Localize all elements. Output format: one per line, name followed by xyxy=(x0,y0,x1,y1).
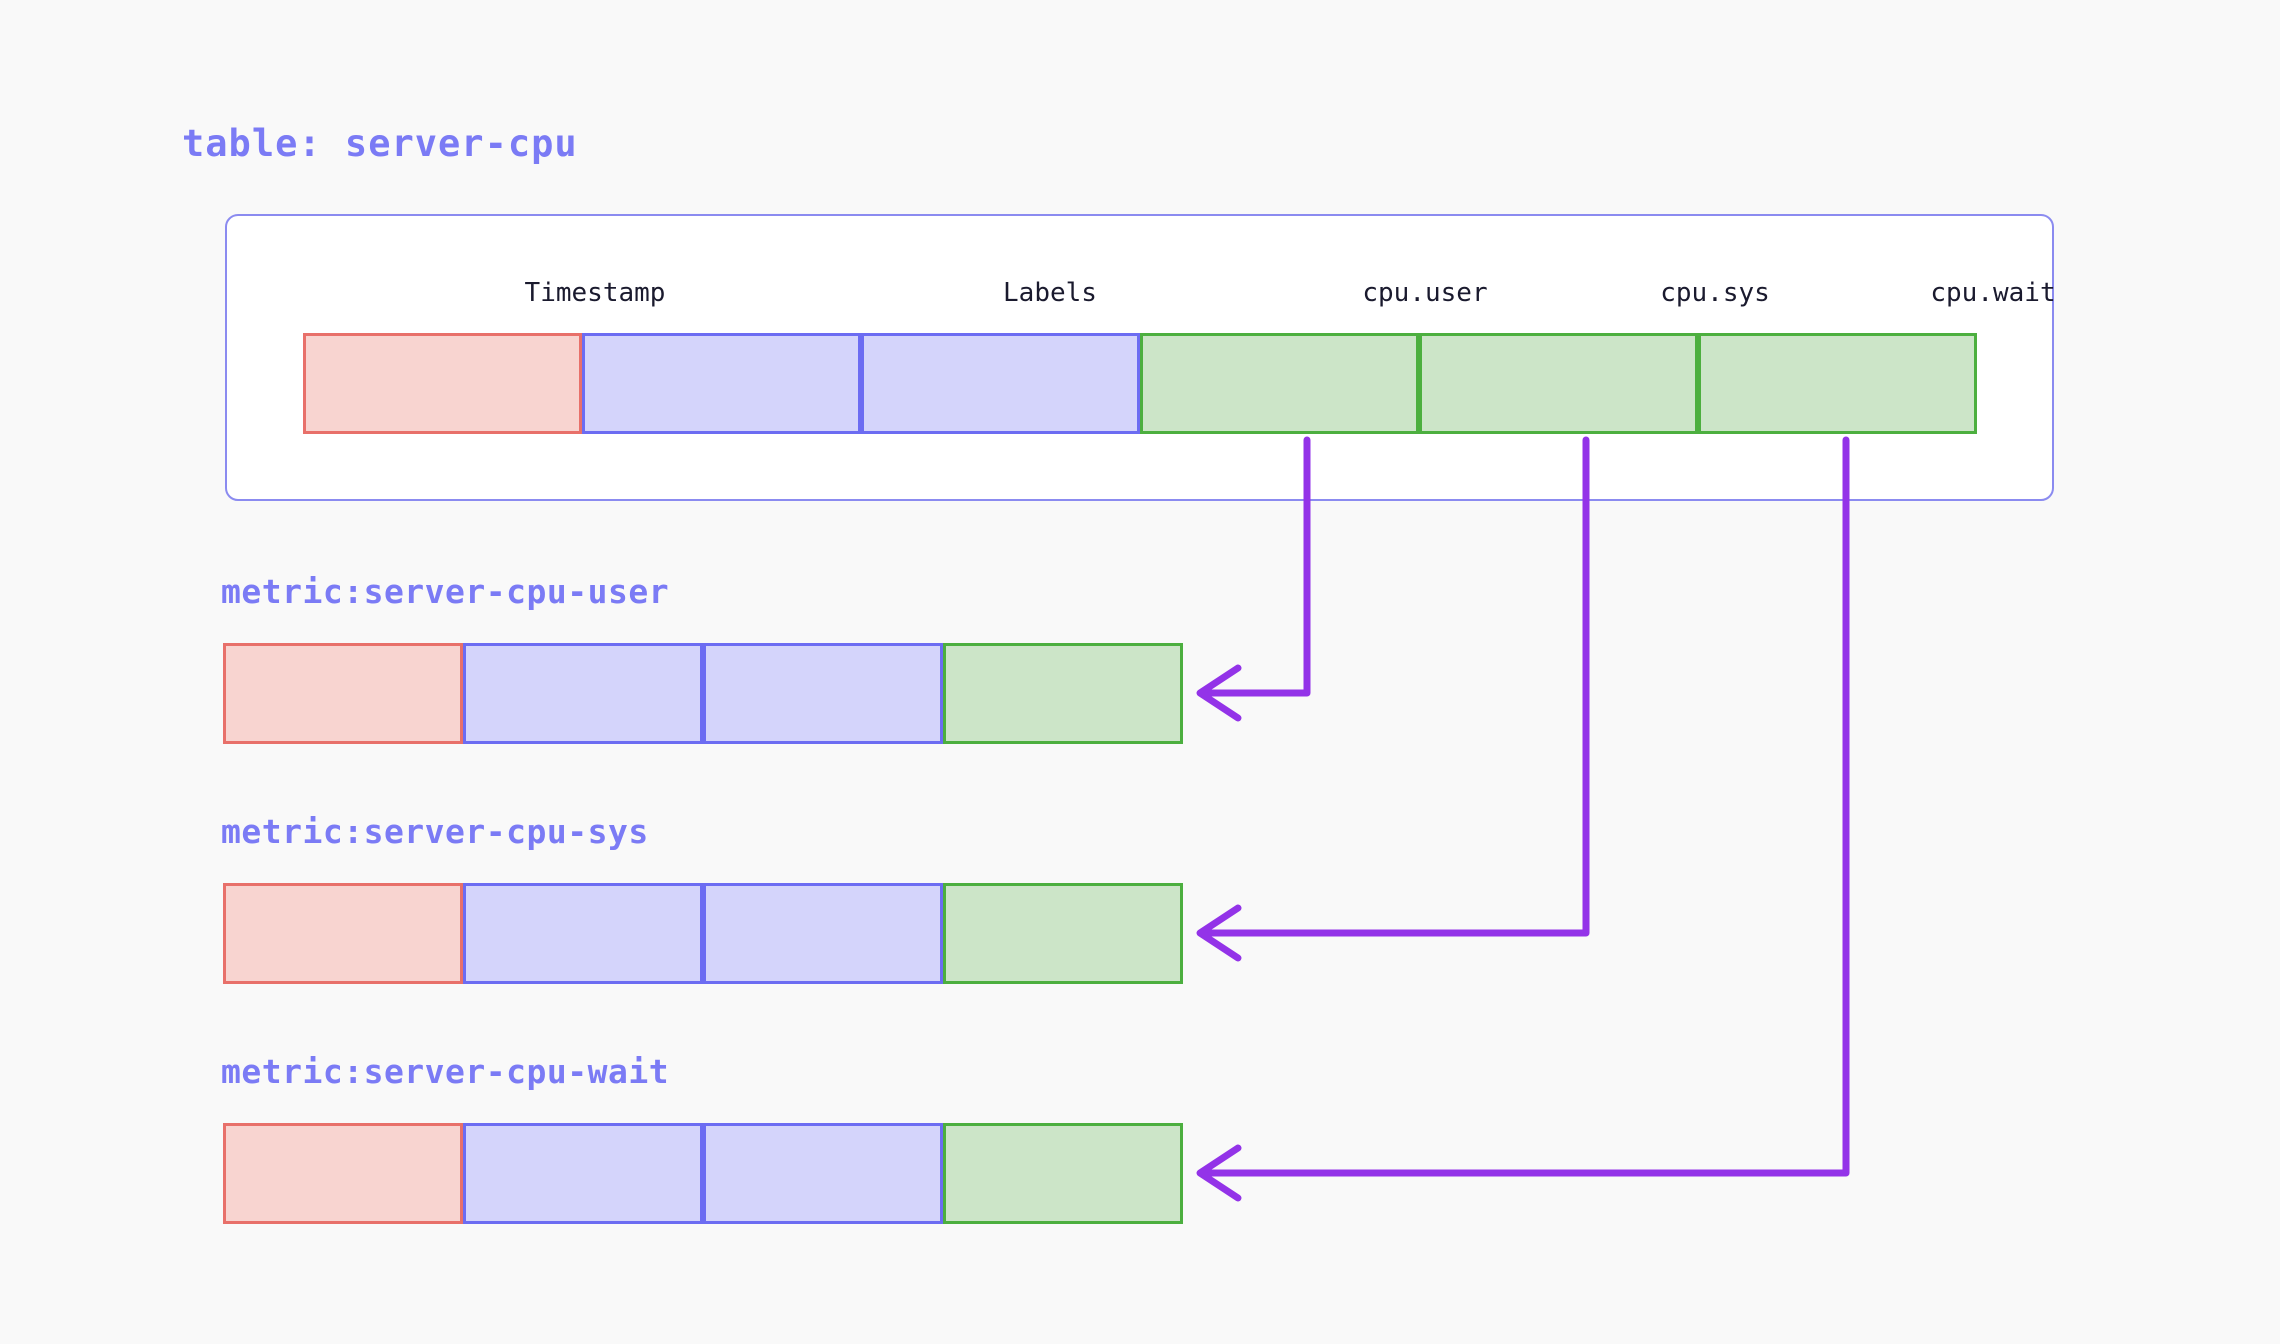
metric-cell-labels-1 xyxy=(463,883,703,984)
table-cell-cpu-wait xyxy=(1698,333,1977,434)
metric-title-server-cpu-user: metric:server-cpu-user xyxy=(221,572,670,611)
column-header-cpu-user: cpu.user xyxy=(1362,278,1488,308)
metric-title-server-cpu-sys: metric:server-cpu-sys xyxy=(221,812,649,851)
metric-cell-labels-1 xyxy=(463,1123,703,1224)
column-header-labels: Labels xyxy=(1003,278,1097,308)
arrowhead-cpu-sys xyxy=(1196,904,1242,962)
metric-cell-labels-2 xyxy=(703,883,943,984)
metric-cell-labels-2 xyxy=(703,1123,943,1224)
metric-cell-value xyxy=(943,643,1183,744)
arrowhead-cpu-user xyxy=(1196,664,1242,722)
table-cell-cpu-user xyxy=(1140,333,1419,434)
table-title: table: server-cpu xyxy=(182,122,578,165)
metric-cell-timestamp xyxy=(223,883,463,984)
connector-cpu-wait xyxy=(1198,436,1850,1177)
column-header-cpu-sys: cpu.sys xyxy=(1660,278,1770,308)
metric-cell-timestamp xyxy=(223,1123,463,1224)
arrowhead-cpu-wait xyxy=(1196,1144,1242,1202)
metric-title-server-cpu-wait: metric:server-cpu-wait xyxy=(221,1052,670,1091)
metric-cell-value xyxy=(943,883,1183,984)
table-cell-timestamp xyxy=(303,333,582,434)
table-cell-labels-1 xyxy=(582,333,861,434)
metric-cell-timestamp xyxy=(223,643,463,744)
metric-cell-labels-1 xyxy=(463,643,703,744)
table-column-headers: Timestamp Labels cpu.user cpu.sys cpu.wa… xyxy=(225,278,2056,318)
column-header-timestamp: Timestamp xyxy=(524,278,666,308)
table-cell-labels-2 xyxy=(861,333,1140,434)
connector-cpu-sys xyxy=(1198,436,1590,937)
table-cell-cpu-sys xyxy=(1419,333,1698,434)
column-header-cpu-wait: cpu.wait xyxy=(1930,278,2056,308)
metric-cell-value xyxy=(943,1123,1183,1224)
metric-cell-labels-2 xyxy=(703,643,943,744)
